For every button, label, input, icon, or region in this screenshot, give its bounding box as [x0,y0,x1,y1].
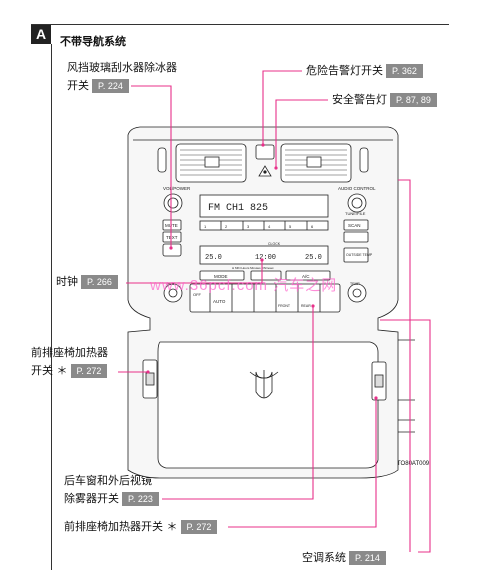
figure-code: BTO80AT009 [393,461,430,467]
section-title: 不带导航系统 [60,35,126,48]
callout-seat-left: 开关 ＊P. 272 [31,364,108,378]
leader-hazard [262,70,302,145]
preset-2[interactable]: 2 [225,224,228,229]
page-ref-seat-left[interactable]: P. 272 [70,364,108,378]
callout-security-text: 安全警告灯 [332,93,387,106]
audio-control-label: AUDIO CONTROL [338,186,376,191]
callout-defogger-line2: 除雾器开关 [64,492,119,505]
preset-1[interactable]: 1 [204,224,207,229]
callout-seat-right-text: 前排座椅加热器开关 ＊ [64,520,178,533]
temp-left-label: TEMP [166,282,176,286]
leader-clock [126,260,263,284]
preset-4[interactable]: 4 [268,224,271,229]
preset-5[interactable]: 5 [289,224,292,229]
radio-display: FM CH1 825 [208,203,268,214]
tune-file-label: TUNE/FILE [345,211,366,216]
page-ref-clock[interactable]: P. 266 [81,275,118,289]
page-ref-wiper[interactable]: P. 224 [92,79,129,93]
callout-seat-left-line1: 前排座椅加热器 [31,346,108,359]
scan-button[interactable]: SCAN [348,223,361,228]
clock-label: CLOCK [268,242,281,246]
callout-clock-text: 时钟 [56,275,78,288]
ac-button[interactable]: A/C [302,274,310,279]
section-left-rule [51,44,52,570]
off-button[interactable]: OFF [193,292,202,297]
callout-wiper-line2: 开关 [67,79,89,92]
leader-wiper [131,85,172,248]
page-ref-seat-right[interactable]: P. 272 [180,520,218,534]
section-letter: A [31,24,51,44]
page-ref-security[interactable]: P. 87, 89 [390,93,437,107]
clock-adjust-labels: H MIN Hours Minutes ON/reset [232,266,274,270]
leader-security [275,99,328,168]
page-ref-hazard[interactable]: P. 362 [386,64,423,78]
leader-aircon-upper [398,179,411,552]
page-ref-defogger[interactable]: P. 223 [122,492,159,506]
clock-display: 12:00 [255,254,276,262]
temp-right-display: 25.0 [305,254,322,262]
vol-power-label: VOL/POWER [163,186,191,191]
callout-seat-right: 前排座椅加热器开关 ＊P. 272 [64,520,218,534]
leader-defogger [162,306,314,500]
text-button[interactable]: TEXT [166,235,178,240]
mode-button[interactable]: MODE [214,274,228,279]
preset-6[interactable]: 6 [311,224,314,229]
callout-hazard-text: 危险告警灯开关 [306,64,383,77]
temp-left-display: 25.0 [205,254,222,262]
section-top-rule [31,24,449,25]
leader-seat-right [228,398,377,528]
front-defog-button[interactable]: FRONT [278,304,291,308]
auto-button[interactable]: AUTO [213,299,226,304]
preset-3[interactable]: 3 [247,224,250,229]
temp-right-label: TEMP [350,282,360,286]
callout-aircon-text: 空调系统 [302,551,346,564]
watermark: www.36pcf.com 汽车之网 [150,277,338,294]
callout-defogger-line1: 后车窗和外后视镜 [64,474,152,487]
callout-wiper-line1: 风挡玻璃刮水器除冰器 [67,61,177,74]
rear-defog-button[interactable]: REAR [301,304,311,308]
callout-seat-left-line2: 开关 ＊ [31,364,68,377]
outside-temp-button[interactable]: OUTSIDE TEMP [346,253,373,257]
leader-aircon [380,319,431,553]
page-ref-aircon[interactable]: P. 214 [349,551,386,565]
